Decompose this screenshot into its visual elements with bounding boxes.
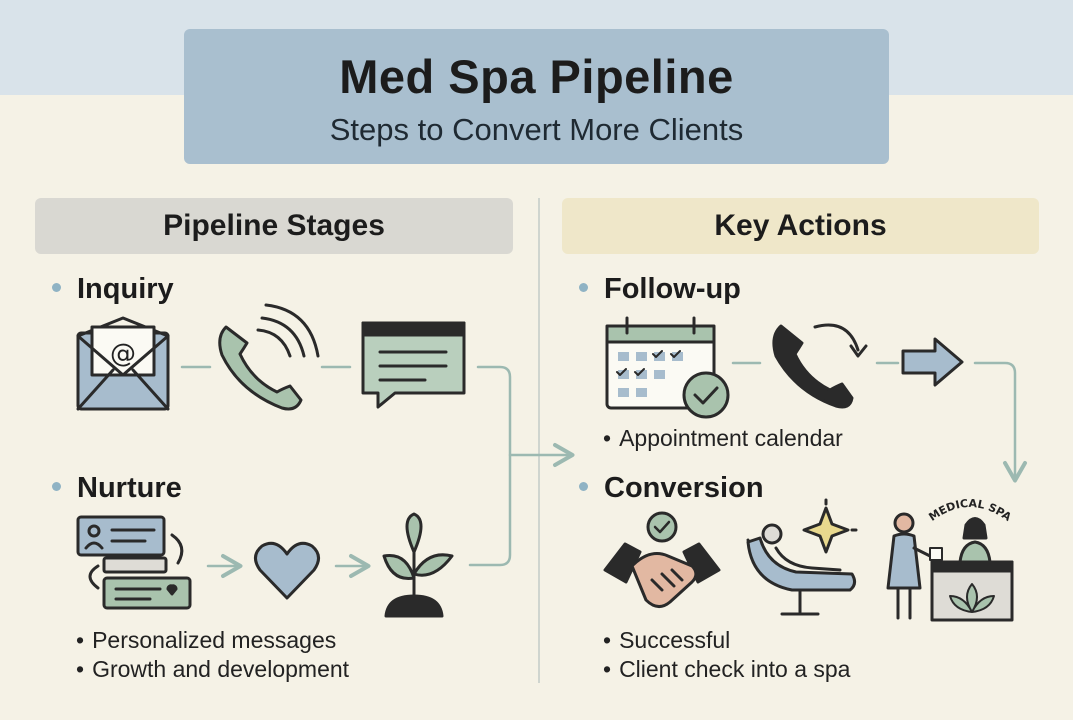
caption-successful: Successful [603,627,730,654]
column-divider [538,198,540,683]
connector-lines [180,361,1027,578]
pipeline-stages-header: Pipeline Stages [35,198,513,254]
stage-follow-up: Follow-up [579,273,741,306]
bullet-dot [52,481,61,491]
caption-growth-development: Growth and development [76,656,349,683]
stage-conversion-label: Conversion [604,472,764,504]
bullet-dot [579,282,588,292]
key-actions-header: Key Actions [562,198,1039,254]
phone-ringing-icon [218,303,320,411]
bullet-dot [579,481,588,491]
caption-client-check-in: Client check into a spa [603,656,850,683]
arrow-right-icon [901,337,964,387]
stage-nurture-label: Nurture [77,472,182,504]
chat-window-icon [361,321,466,409]
handshake-icon [603,511,721,608]
stage-inquiry-label: Inquiry [77,273,174,305]
email-at-symbol: @ [110,339,136,369]
caption-personalized-messages: Personalized messages [76,627,336,654]
title-banner: Med Spa Pipeline Steps to Convert More C… [184,29,889,164]
page-subtitle: Steps to Convert More Clients [329,112,744,147]
envelope-icon: @ [76,316,170,411]
message-threads-icon [76,515,192,610]
page-title: Med Spa Pipeline [339,50,734,103]
calendar-check-icon [605,316,730,419]
reception-desk-icon: MEDICAL SPA [886,497,1014,622]
sprout-icon [382,512,454,618]
stage-follow-up-label: Follow-up [604,273,741,305]
phone-callback-icon [772,323,868,409]
stage-inquiry: Inquiry [52,273,174,306]
caption-appointment-calendar: Appointment calendar [603,425,843,452]
bullet-dot [52,282,61,292]
treatment-chair-icon [746,523,857,616]
stage-conversion: Conversion [579,472,764,505]
sparkle-icon [802,498,858,554]
stage-nurture: Nurture [52,472,182,505]
heart-icon [254,541,320,600]
